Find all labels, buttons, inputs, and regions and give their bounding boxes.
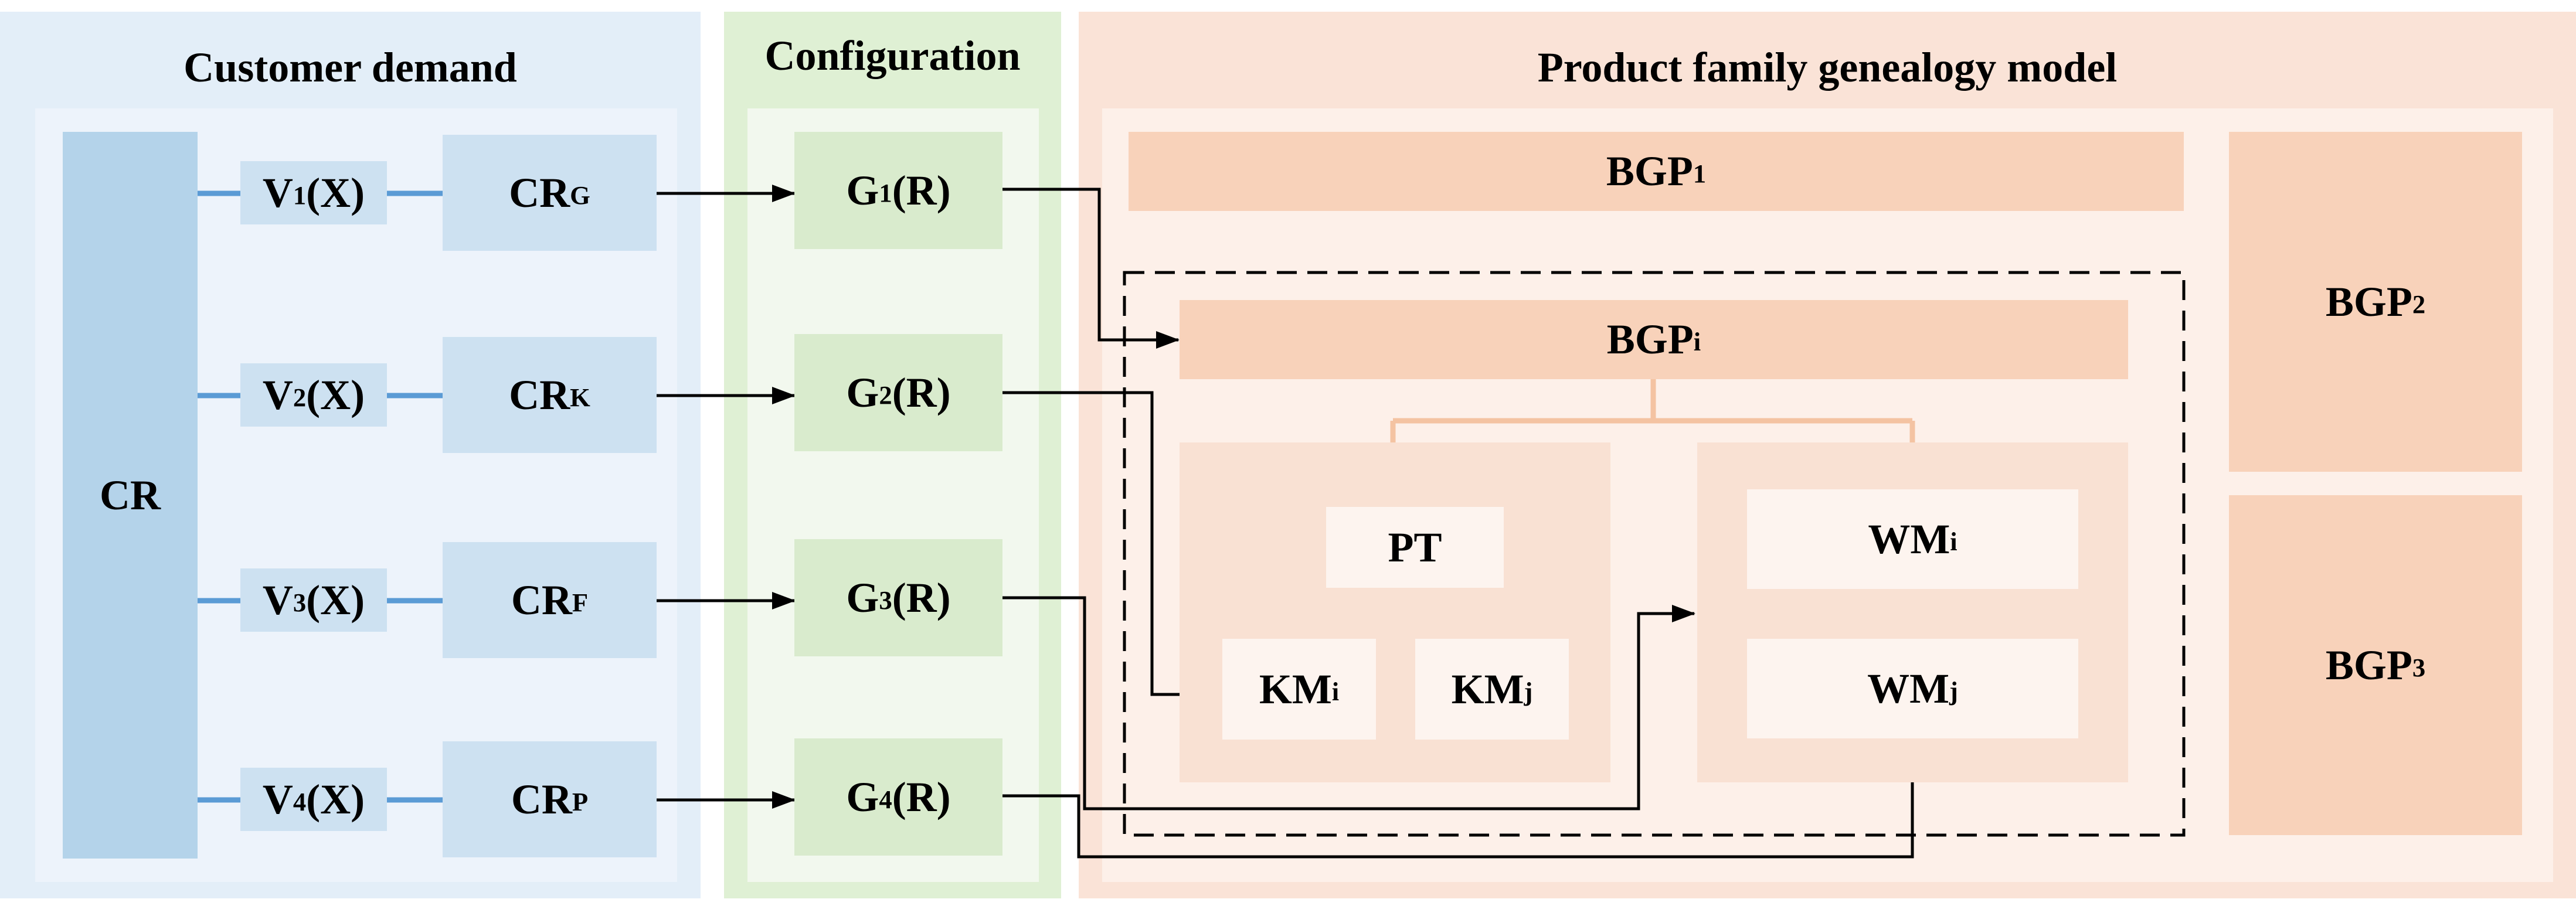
- kmj-main: KM: [1451, 665, 1524, 713]
- g3-main: G: [846, 574, 879, 621]
- v2-sub: 2: [293, 382, 307, 412]
- config-arrows: [657, 185, 796, 809]
- genealogy-title: Product family genealogy model: [1537, 43, 2118, 91]
- v3-tail: (X): [306, 576, 365, 624]
- genealogy-arrows: [1002, 188, 1921, 859]
- kmj-sub: j: [1524, 676, 1533, 706]
- g1-tail: (R): [892, 166, 951, 214]
- kmi-main: KM: [1259, 665, 1332, 713]
- bgpi-sub: i: [1693, 327, 1701, 357]
- g1-main: G: [846, 166, 879, 214]
- g3-sub: 3: [879, 585, 892, 615]
- cr-root-label: CR: [100, 471, 161, 519]
- v4-tail: (X): [306, 775, 365, 823]
- v4-sub: 4: [293, 786, 307, 816]
- bgp2-main: BGP: [2325, 278, 2412, 325]
- cr-root-box: CR: [63, 132, 198, 859]
- bgp3-main: BGP: [2325, 641, 2412, 689]
- v3-sub: 3: [293, 587, 307, 617]
- bgp1-main: BGP: [1606, 148, 1693, 195]
- crf-sub: F: [572, 587, 589, 617]
- customer-links: [198, 190, 443, 803]
- wmj-sub: j: [1949, 676, 1958, 706]
- kmi-sub: i: [1331, 676, 1340, 706]
- v1-sub: 1: [293, 180, 307, 210]
- pt-label: PT: [1388, 523, 1442, 571]
- g4-main: G: [846, 773, 879, 820]
- arrow-g1-bgpi: [1002, 188, 1180, 349]
- v1-main: V: [262, 169, 293, 216]
- v1-tail: (X): [306, 169, 365, 216]
- g4-sub: 4: [879, 784, 892, 814]
- dashed-boundary: [1123, 271, 2186, 837]
- g2-sub: 2: [879, 380, 892, 410]
- crk-sub: K: [570, 382, 590, 412]
- wmi-main: WM: [1868, 515, 1950, 563]
- bgpi-main: BGP: [1606, 316, 1694, 363]
- wmj-main: WM: [1867, 665, 1950, 712]
- bgp3-sub: 3: [2412, 652, 2426, 682]
- bgp2-sub: 2: [2412, 289, 2426, 319]
- crf-main: CR: [511, 576, 572, 624]
- crp-sub: P: [572, 786, 589, 816]
- g2-tail: (R): [892, 369, 951, 416]
- bgp1-sub: 1: [1693, 159, 1707, 189]
- configuration-title: Configuration: [764, 32, 1021, 79]
- g1-sub: 1: [879, 178, 892, 207]
- g3-tail: (R): [892, 574, 951, 621]
- crk-main: CR: [509, 371, 570, 418]
- arrow-g3-wm: [1002, 596, 1695, 810]
- v4-main: V: [262, 775, 293, 823]
- v2-tail: (X): [306, 371, 365, 418]
- pt-box: PT: [1326, 507, 1504, 588]
- customer-demand-title: Customer demand: [183, 43, 517, 91]
- v3-main: V: [262, 576, 293, 624]
- crp-main: CR: [511, 775, 572, 823]
- v2-main: V: [262, 371, 293, 418]
- arrow-g4-wmj: [1002, 736, 1921, 859]
- wmi-sub: i: [1950, 526, 1958, 556]
- crg-sub: G: [570, 180, 590, 210]
- crg-main: CR: [509, 169, 570, 216]
- g4-tail: (R): [892, 773, 951, 820]
- g2-main: G: [846, 369, 879, 416]
